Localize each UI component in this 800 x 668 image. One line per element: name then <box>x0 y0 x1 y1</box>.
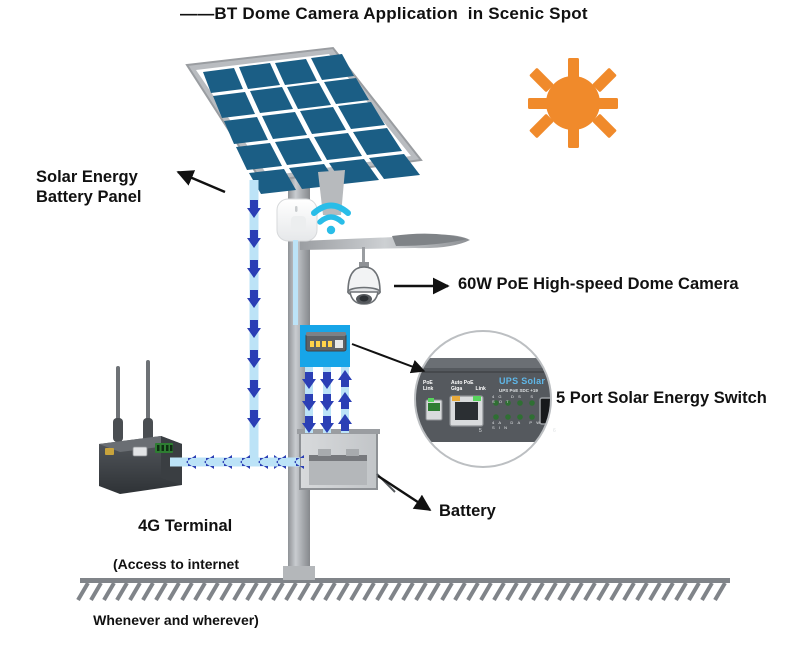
label-solar-energy-switch: 5 Port Solar Energy Switch <box>556 389 767 407</box>
battery-icon <box>297 429 396 493</box>
page-title: ——BT Dome Camera Application in Scenic S… <box>180 4 588 23</box>
label-battery: Battery <box>439 502 496 520</box>
solar-panel-icon <box>185 46 423 215</box>
4g-terminal-icon <box>99 360 182 494</box>
label-4g-sub1: (Access to internet <box>112 556 240 573</box>
street-light-arm <box>300 233 470 265</box>
wifi-icon <box>311 202 351 235</box>
cable-pole-internal <box>293 240 298 325</box>
dome-camera-icon <box>347 262 381 305</box>
switch-detail-callout <box>351 330 552 468</box>
switch-enclosure <box>300 325 350 367</box>
sun-icon <box>528 58 618 148</box>
cable-terminal-to-pole <box>170 455 304 469</box>
network-switch-icon <box>305 332 347 352</box>
leader-arrows <box>176 170 450 512</box>
scenic-spot-application-diagram <box>76 46 730 602</box>
label-4g-terminal: 4G Terminal (Access to internet Whenever… <box>60 498 292 668</box>
ground-line <box>76 578 730 602</box>
wifi-access-point-icon <box>276 198 318 242</box>
label-solar-energy-battery-panel: Solar Energy Battery Panel <box>36 168 142 207</box>
cable-switch-to-battery <box>302 367 352 433</box>
label-dome-camera: 60W PoE High-speed Dome Camera <box>458 275 739 293</box>
arrow-to-battery <box>377 474 432 512</box>
arrow-to-solar-panel <box>176 170 226 194</box>
label-4g-sub2: Whenever and wherever) <box>93 612 259 629</box>
label-4g-title: 4G Terminal <box>138 517 233 536</box>
diagram-canvas: ——BT Dome Camera Application in Scenic S… <box>36 4 767 628</box>
